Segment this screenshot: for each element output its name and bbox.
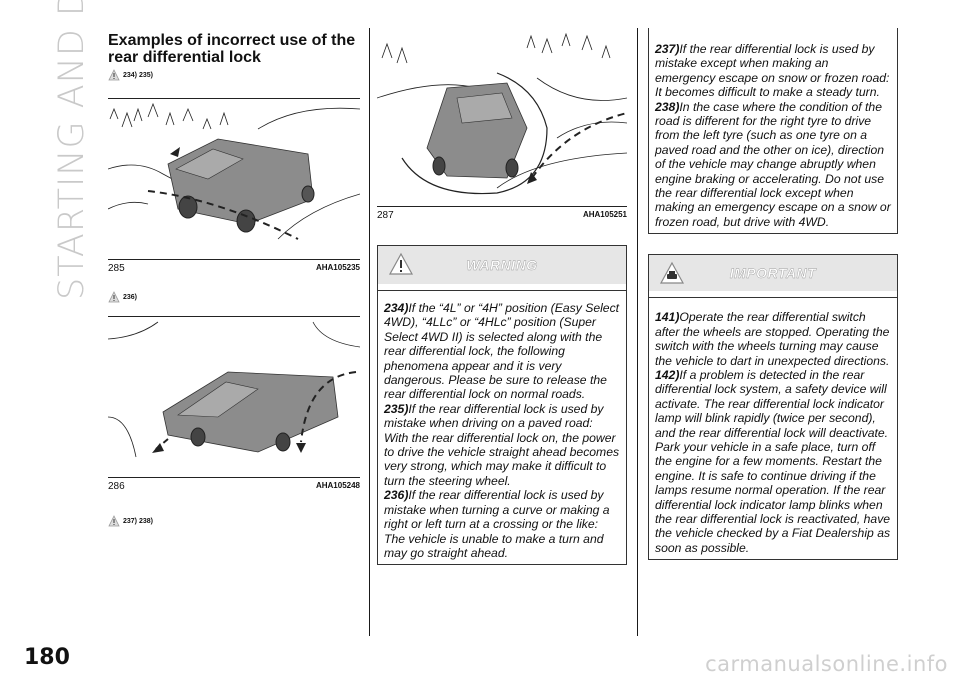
warning-item: 237)If the rear differential lock is use… <box>655 42 890 100</box>
reference-numbers: 236) <box>123 293 138 301</box>
car-warning-icon <box>659 262 685 284</box>
column-divider <box>369 28 370 636</box>
warning-title: WARNING <box>466 257 538 273</box>
warning-box-continued: 237)If the rear differential lock is use… <box>648 28 898 235</box>
figure-caption: 287 AHA105251 <box>377 210 627 221</box>
watermark: carmanualsonline.info <box>705 652 948 676</box>
important-item: 141)Operate the rear differential switch… <box>655 310 890 368</box>
column-divider <box>637 28 638 636</box>
column-2: 287 AHA105251 WARNING 234)If the “4L” or… <box>377 28 627 566</box>
figure-285-illustration <box>108 102 360 240</box>
figure-code: AHA105235 <box>315 263 360 272</box>
warning-triangle-icon <box>388 252 414 275</box>
section-heading: Examples of incorrect use of the rear di… <box>108 32 356 66</box>
important-title: IMPORTANT <box>729 265 817 282</box>
figure-caption: 286 AHA105248 <box>108 481 360 492</box>
figure-number: 285 <box>108 263 125 274</box>
reference-numbers: 234) 235) <box>123 71 153 79</box>
figure-285 <box>108 98 360 260</box>
column-3: 237)If the rear differential lock is use… <box>648 28 898 561</box>
car-shape <box>167 138 315 233</box>
warning-item: 234)If the “4L” or “4H” position (Easy S… <box>384 301 620 402</box>
reference-numbers: 237) 238) <box>123 517 153 525</box>
important-header: IMPORTANT <box>649 255 897 292</box>
figure-287-illustration <box>377 32 627 195</box>
figure-286-illustration <box>108 321 360 458</box>
warning-item: 236)If the rear differential lock is use… <box>384 488 610 560</box>
important-box: IMPORTANT 141)Operate the rear different… <box>648 254 898 561</box>
figure-code: AHA105248 <box>315 481 360 490</box>
warning-header: WARNING <box>378 246 626 284</box>
car-shape <box>426 82 528 179</box>
figure-caption: 285 AHA105235 <box>108 263 360 274</box>
figure-number: 286 <box>108 481 125 492</box>
important-item: 142)If a problem is detected in the rear… <box>655 367 891 555</box>
page-number: 180 <box>24 645 70 670</box>
section-side-title: STARTING AND DRIVING <box>52 0 92 300</box>
warning-triangle-icon <box>108 291 120 303</box>
figure-286 <box>108 316 360 478</box>
figure-287 <box>377 28 627 207</box>
warning-reference: 234) 235) <box>108 68 360 82</box>
warning-item: 235)If the rear differential lock is use… <box>384 401 620 488</box>
warning-triangle-icon <box>108 515 120 527</box>
figure-number: 287 <box>377 210 394 221</box>
column-1: Examples of incorrect use of the rear di… <box>108 28 360 528</box>
warning-box: WARNING 234)If the “4L” or “4H” position… <box>377 245 627 566</box>
warning-reference: 237) 238) <box>108 514 360 528</box>
figure-code: AHA105251 <box>582 210 627 219</box>
warning-reference: 236) <box>108 290 360 304</box>
warning-triangle-icon <box>108 69 120 81</box>
car-shape <box>162 371 339 453</box>
warning-item: 238)In the case where the condition of t… <box>655 99 891 229</box>
